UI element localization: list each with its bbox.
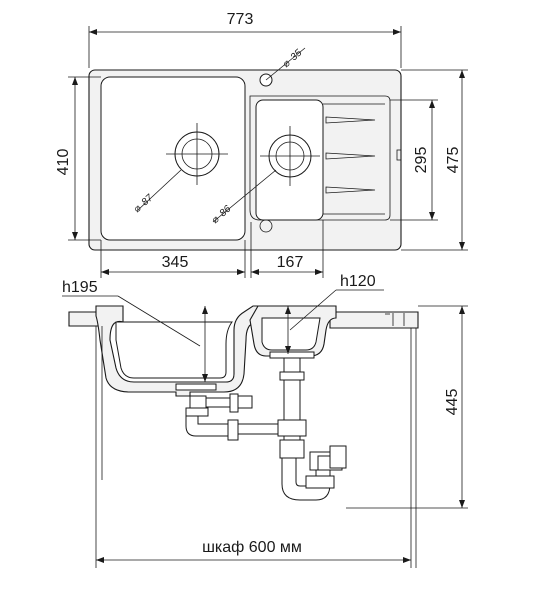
dimension-cabinet: шкаф 600 мм (95, 326, 417, 568)
dimension-bowl-widths: 345 167 (100, 220, 324, 278)
large-bowl-top (100, 76, 246, 241)
tap-hole-diameter-label: 35 (289, 47, 305, 63)
dimension-overall-width: 773 (88, 11, 402, 68)
small-bowl-width-label: 167 (277, 254, 304, 271)
overall-width-label: 773 (227, 11, 254, 28)
small-drain-icon (260, 126, 320, 186)
dimension-overall-depth: 475 (401, 69, 468, 251)
cabinet-label: шкаф 600 мм (202, 539, 302, 556)
drain-pipes (185, 357, 347, 501)
dimension-small-bowl-depth: 295 (390, 99, 438, 221)
large-drain-icon (166, 123, 228, 185)
drainer-area (249, 95, 391, 221)
sink-rim-section (68, 311, 101, 327)
large-bowl-height-label: h195 (62, 279, 98, 296)
small-bowl-height-label: h120 (340, 273, 376, 290)
side-section: h195 h120 445 ш (62, 273, 468, 568)
total-height-label: 445 (444, 389, 461, 416)
dimension-bowl-depth: 410 (55, 76, 101, 241)
large-bowl-width-label: 345 (162, 254, 189, 271)
bowl-depth-label: 410 (55, 149, 72, 176)
overall-depth-label: 475 (445, 147, 462, 174)
dimension-small-bowl-height: h120 (285, 273, 384, 354)
dimension-total-height: 445 (346, 305, 468, 509)
dimension-large-bowl-height: h195 (62, 279, 208, 382)
small-bowl-depth-label: 295 (413, 147, 430, 174)
drainer-ribs (325, 116, 376, 194)
top-view: ⌀ 35 ⌀ 87 ⌀ 86 773 410 (55, 11, 468, 278)
